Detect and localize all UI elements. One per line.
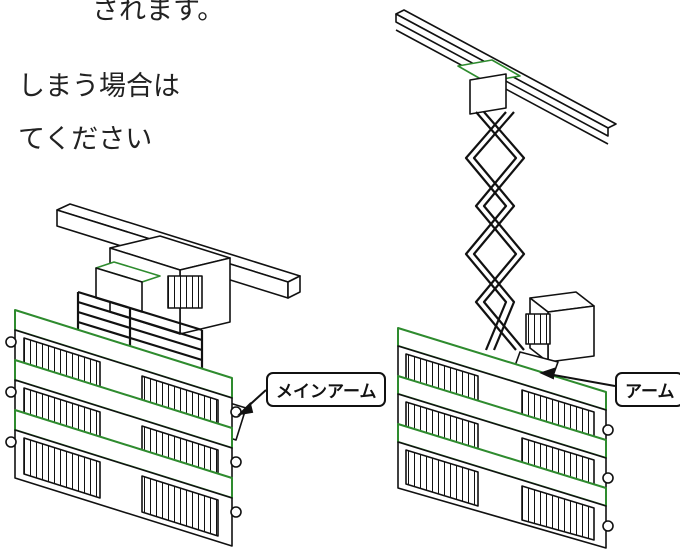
- main-arm-label: メインアーム: [266, 372, 387, 407]
- extended-unit: [395, 9, 617, 549]
- heater-panel-6: [397, 423, 607, 549]
- scissor-arm: [464, 111, 526, 351]
- folded-unit: [5, 203, 301, 547]
- instruction-text-line-2: しまう場合は: [18, 71, 180, 102]
- arm-label: アーム: [615, 372, 680, 407]
- instruction-text-line-1: されます。: [92, 0, 225, 26]
- main-arm-pointer: [237, 389, 267, 416]
- instruction-text-line-3: てください: [18, 124, 153, 155]
- heater-panel-3: [14, 409, 233, 547]
- arm-pointer: [539, 367, 616, 387]
